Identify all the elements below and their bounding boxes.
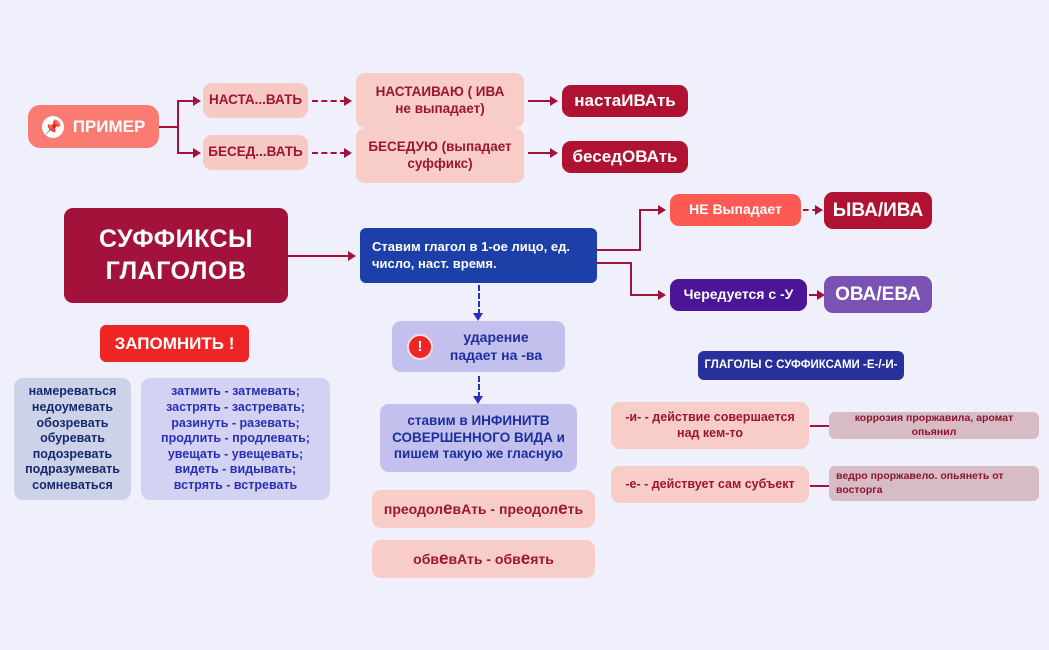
rule-box-label: Ставим глагол в 1-ое лицо, ед. число, на… xyxy=(372,239,570,271)
connector-rule-out-bottom xyxy=(597,262,631,264)
ei-section-heading: ГЛАГОЛЫ С СУФФИКСАМИ -Е-/-И- xyxy=(698,351,904,380)
stress-example-2: обвевАть - обвеять xyxy=(372,540,595,578)
example-result-2-label: беседОВАть xyxy=(572,147,678,167)
arrow-to-outcome-2 xyxy=(658,290,666,300)
ei-rule-2: -е- - действует сам субъект xyxy=(611,466,809,503)
outcome-condition-2-label: Чередуется с -У xyxy=(683,286,794,303)
ei-rule-1-label: -и- - действие совершается над кем-то xyxy=(625,409,795,440)
arrow-to-result-1 xyxy=(550,96,558,106)
list-item: застрять - застревать; xyxy=(166,399,305,414)
list-item: подозревать xyxy=(32,446,113,461)
connector-stress-to-infinitive xyxy=(478,376,480,398)
connector-outcome-down xyxy=(630,262,632,295)
list-item: обуревать xyxy=(40,431,105,446)
outcome-condition-2: Чередуется с -У xyxy=(670,279,807,311)
list-item: разинуть - разевать; xyxy=(171,415,300,430)
page-title-line-1: СУФФИКСЫ xyxy=(98,225,254,254)
outcome-suffix-1-label: ЫВА/ИВА xyxy=(832,199,924,221)
list-item: сомневаться xyxy=(32,478,113,493)
connector-root-vert xyxy=(177,101,179,153)
example-root-label: ПРИМЕР xyxy=(72,116,146,136)
connector-title-to-rule xyxy=(288,255,350,257)
outcome-suffix-2: ОВА/ЕВА xyxy=(824,276,932,313)
connector-conj2-out xyxy=(528,152,552,154)
arrow-to-result-2 xyxy=(550,148,558,158)
list-item: увещать - увещевать; xyxy=(167,446,304,461)
example-root-node[interactable]: 📌 ПРИМЕР xyxy=(28,105,159,148)
arrow-to-stem-1 xyxy=(193,96,201,106)
example-conjugated-1-label: НАСТАИВАЮ ( ИВА не выпадает) xyxy=(375,83,505,116)
arrow-to-rule-box xyxy=(348,251,356,261)
connector-stem2-dashed xyxy=(312,152,346,154)
list-item: недоумевать xyxy=(31,399,114,414)
outcome-condition-1-label: НЕ Выпадает xyxy=(689,201,782,218)
connector-root-up xyxy=(177,100,194,102)
example-conjugated-2: БЕСЕДУЮ (выпадает суффикс) xyxy=(356,128,524,183)
list-item: затмить - затмевать; xyxy=(171,384,300,399)
ei-example-1: коррозия проржавила, аромат опьянил xyxy=(829,412,1039,439)
connector-ei-1 xyxy=(810,425,829,427)
stress-example-1-label: преодолевАть - преодолеть xyxy=(383,499,584,519)
example-result-1: настаИВАть xyxy=(562,85,688,117)
rule-box: Ставим глагол в 1-ое лицо, ед. число, на… xyxy=(360,228,597,283)
connector-root-out xyxy=(159,126,178,128)
list-item: видеть - видывать; xyxy=(174,462,297,477)
connector-outcome1-dashed xyxy=(803,209,818,211)
stress-example-1: преодолевАть - преодолеть xyxy=(372,490,595,528)
example-stem-2: БЕСЕД...ВАТЬ xyxy=(203,135,308,170)
list-item: обозревать xyxy=(36,415,109,430)
arrow-to-stress-box xyxy=(473,313,483,321)
connector-outcome-up xyxy=(639,210,641,250)
ei-example-1-label: коррозия проржавила, аромат опьянил xyxy=(854,412,1014,438)
ei-rule-2-label: -е- - действует сам субъект xyxy=(625,476,795,491)
example-conjugated-1: НАСТАИВАЮ ( ИВА не выпадает) xyxy=(356,73,524,128)
infinitive-rule-box: ставим в ИНФИНИТВ СОВЕРШЕННОГО ВИДА и пи… xyxy=(380,404,577,472)
arrow-to-infinitive-box xyxy=(473,396,483,404)
arrow-to-suffix-1 xyxy=(815,205,823,215)
stress-box-label: ударение падает на -ва xyxy=(449,329,543,363)
ei-example-2: ведро проржавело. опьянеть от восторга xyxy=(829,466,1039,501)
infinitive-rule-label: ставим в ИНФИНИТВ СОВЕРШЕННОГО ВИДА и пи… xyxy=(392,412,565,462)
connector-outcome-up-h xyxy=(639,209,660,211)
page-title: СУФФИКСЫ ГЛАГОЛОВ xyxy=(64,208,288,303)
page-title-line-2: ГЛАГОЛОВ xyxy=(105,256,247,285)
list-item: продлить - продлевать; xyxy=(161,431,310,446)
outcome-condition-1: НЕ Выпадает xyxy=(670,194,801,226)
example-stem-2-label: БЕСЕД...ВАТЬ xyxy=(208,144,303,160)
stress-example-2-label: обвевАть - обвеять xyxy=(413,549,554,569)
arrow-to-conj-1 xyxy=(344,96,352,106)
connector-root-down xyxy=(177,152,194,154)
list-item: встрять - встревать xyxy=(173,478,298,493)
remember-button[interactable]: ЗАПОМНИТЬ ! xyxy=(100,325,249,362)
outcome-suffix-1: ЫВА/ИВА xyxy=(824,192,932,229)
exclamation-icon: ! xyxy=(407,333,433,360)
list-item: намереваться xyxy=(28,384,117,399)
connector-conj1-out xyxy=(528,100,552,102)
remember-button-label: ЗАПОМНИТЬ ! xyxy=(114,333,235,353)
list-item: подразумевать xyxy=(25,462,120,477)
ei-rule-1: -и- - действие совершается над кем-то xyxy=(611,402,809,449)
connector-outcome-down-h xyxy=(630,294,660,296)
stress-box: ! ударение падает на -ва xyxy=(392,321,565,372)
example-result-2: беседОВАть xyxy=(562,141,688,173)
connector-rule-out-top xyxy=(597,249,641,251)
arrow-to-stem-2 xyxy=(193,148,201,158)
outcome-suffix-2-label: ОВА/ЕВА xyxy=(835,283,921,305)
example-stem-1-label: НАСТА...ВАТЬ xyxy=(208,92,303,108)
ei-example-2-label: ведро проржавело. опьянеть от восторга xyxy=(836,470,1004,496)
connector-rule-to-stress xyxy=(478,285,480,315)
arrow-to-outcome-1 xyxy=(658,205,666,215)
connector-stem1-dashed xyxy=(312,100,346,102)
arrow-to-suffix-2 xyxy=(817,290,825,300)
example-result-1-label: настаИВАть xyxy=(574,91,676,111)
pin-icon: 📌 xyxy=(41,115,64,138)
remember-list-one: намереваться недоумевать обозревать обур… xyxy=(14,378,131,500)
remember-list-two: затмить - затмевать; застрять - застрева… xyxy=(141,378,330,500)
connector-ei-2 xyxy=(810,485,829,487)
ei-section-heading-label: ГЛАГОЛЫ С СУФФИКСАМИ -Е-/-И- xyxy=(704,359,898,372)
example-conjugated-2-label: БЕСЕДУЮ (выпадает суффикс) xyxy=(368,138,512,171)
connector-outcome2-line xyxy=(809,294,821,296)
arrow-to-conj-2 xyxy=(344,148,352,158)
example-stem-1: НАСТА...ВАТЬ xyxy=(203,83,308,118)
